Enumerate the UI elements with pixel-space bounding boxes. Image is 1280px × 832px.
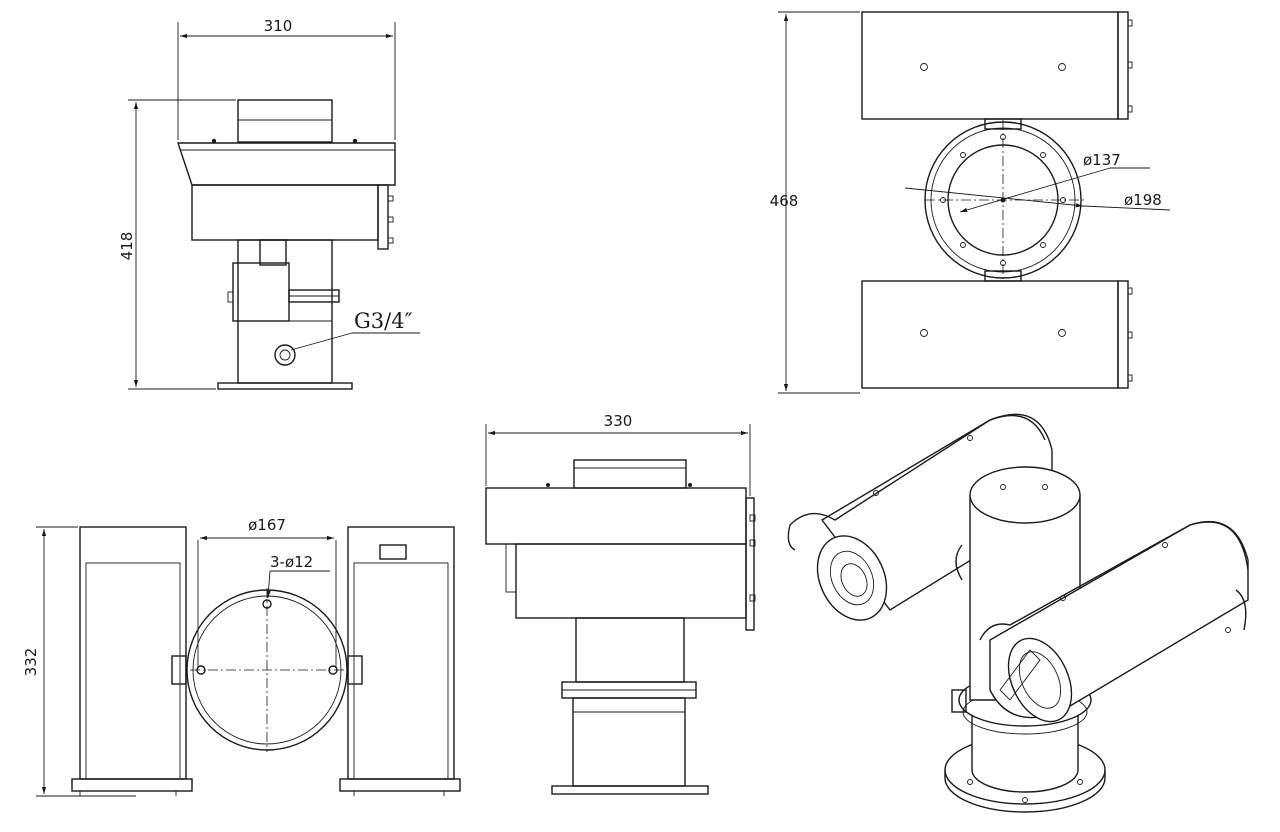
- front-view-height-dimension: 332: [22, 648, 40, 677]
- isometric-view: [787, 413, 1249, 813]
- front-view: ø167 3-ø12 332: [22, 516, 461, 797]
- flange-diameter-label: ø167: [248, 516, 286, 534]
- thread-size-label: G3/4″: [354, 309, 413, 333]
- top-view: ø137 ø198 468: [770, 11, 1171, 394]
- top-view-height-dimension: 468: [770, 192, 799, 210]
- inner-diameter-label: ø137: [1083, 151, 1121, 169]
- mounting-holes-label: 3-ø12: [270, 553, 313, 571]
- outer-diameter-label: ø198: [1124, 191, 1162, 209]
- side-view-width-dimension: 310: [264, 17, 293, 35]
- side-view-2: 330: [485, 412, 756, 795]
- side-view: 310 418 G3/4″: [118, 17, 420, 390]
- side-view-height-dimension: 418: [118, 232, 136, 261]
- side-view-2-width-dimension: 330: [604, 412, 633, 430]
